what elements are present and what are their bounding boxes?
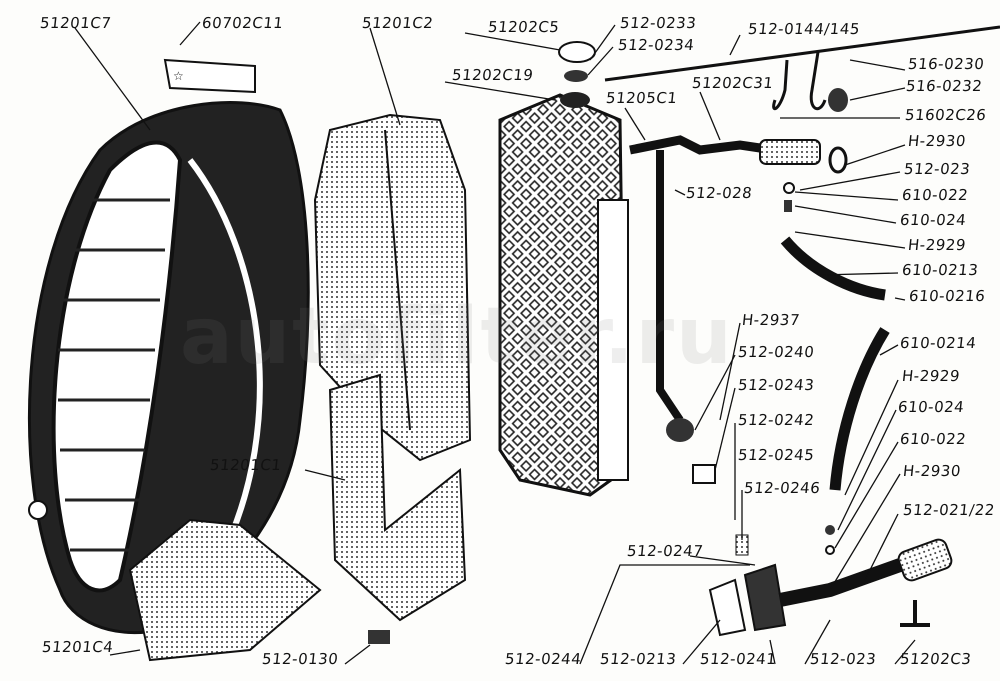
part-label: H-2930: [902, 462, 962, 480]
upper-outlet-part: [629, 135, 761, 155]
drain-valve-part: [666, 418, 694, 442]
gasket-512-0213: [708, 578, 747, 637]
part-label: 51201C4: [41, 638, 115, 656]
lower-panel-part: [128, 518, 322, 662]
part-label: 512-0240: [737, 343, 816, 361]
part-label: 51602C26: [904, 106, 988, 124]
part-label: 512-0234: [617, 36, 696, 54]
rod-part: [604, 25, 1000, 82]
part-label: 610-022: [901, 186, 970, 204]
part-label: 512-0246: [743, 479, 822, 497]
leader-lines: [74, 21, 916, 665]
svg-text:☆: ☆: [173, 69, 184, 83]
part-label: 512-0245: [737, 446, 816, 464]
part-label: 512-0130: [261, 650, 340, 668]
part-label: 512-0243: [737, 376, 816, 394]
part-label: 610-022: [899, 430, 968, 448]
part-label: 51202C31: [691, 74, 775, 92]
part-label: 610-024: [899, 211, 968, 229]
part-label: 51201C1: [209, 456, 283, 474]
part-label: 51202C5: [487, 18, 561, 36]
part-label: 610-024: [897, 398, 966, 416]
part-label: 512-0244: [504, 650, 583, 668]
part-label: H-2930: [907, 132, 967, 150]
filler-neck-part: [560, 92, 590, 108]
flange-512-0241: [743, 563, 787, 632]
part-label: 512-028: [685, 184, 754, 202]
grille-shell: [27, 101, 310, 635]
part-label: 512-0247: [626, 542, 705, 560]
part-label: H-2929: [907, 236, 967, 254]
part-label: 516-0232: [905, 77, 984, 95]
part-label: 512-0144/145: [747, 20, 861, 38]
part-label: 512-023: [809, 650, 878, 668]
bracket-plate-part: [368, 630, 390, 644]
part-label: 60702C11: [201, 14, 285, 32]
emblem-part: [163, 58, 256, 94]
part-label: 516-0230: [907, 55, 986, 73]
side-shroud-part: [313, 113, 472, 462]
lower-bracket-part: [328, 373, 467, 622]
part-label: 51205C1: [605, 89, 679, 107]
overflow-pipe-part: [656, 150, 684, 423]
part-label: 51201C2: [361, 14, 435, 32]
part-label: 610-0216: [908, 287, 987, 305]
cap-gasket-part: [564, 70, 588, 82]
part-label: 512-0213: [599, 650, 678, 668]
part-label: 51202C3: [899, 650, 973, 668]
part-label: 512-0233: [619, 14, 698, 32]
watermark: autofilter.ru: [180, 292, 734, 382]
part-label: 610-0213: [901, 261, 980, 279]
part-label: 51202C19: [451, 66, 535, 84]
part-label: H-2937: [741, 311, 801, 329]
part-label: 512-0242: [737, 411, 816, 429]
part-label: H-2929: [901, 367, 961, 385]
lower-pipe-part: [778, 558, 903, 607]
hose-610-0213: [780, 236, 886, 301]
upper-hose-part: [759, 139, 821, 165]
part-label: 512-0241: [699, 650, 778, 668]
part-label: 610-0214: [899, 334, 978, 352]
hose-610-0214: [829, 327, 890, 491]
part-label: 512-023: [903, 160, 972, 178]
radiator-cap-part: [558, 41, 596, 63]
part-label: 512-021/22: [902, 501, 996, 519]
grommet-part: [828, 88, 848, 112]
part-label: 51201C7: [39, 14, 113, 32]
